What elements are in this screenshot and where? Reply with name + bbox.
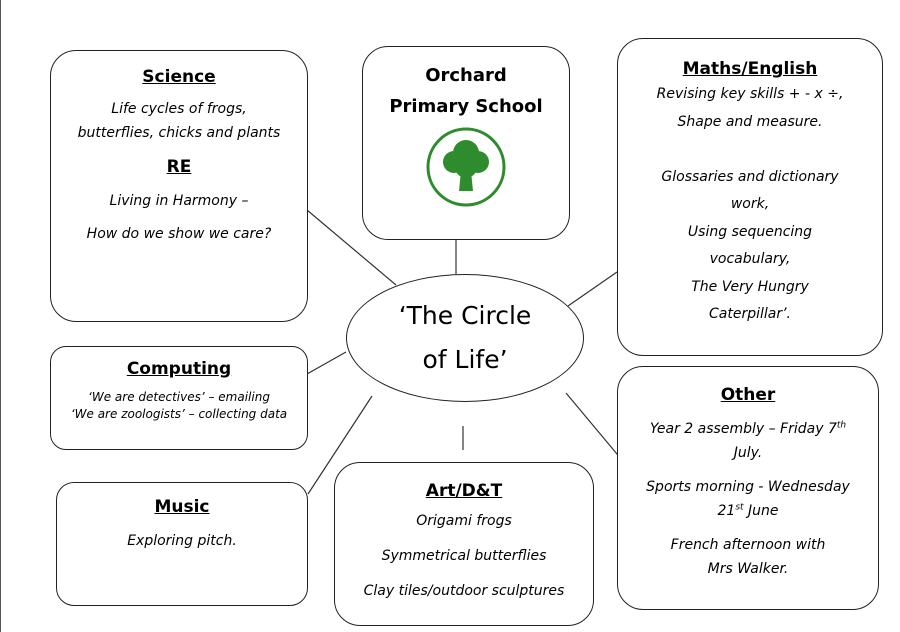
other-assembly-line-2: July. [733, 445, 763, 461]
re-line-2: How do we show we care? [86, 226, 272, 242]
maths-line-5: work, [730, 196, 770, 212]
connector-other [565, 392, 623, 461]
computing-box: Computing ‘We are detectives’ – emailing… [50, 346, 308, 450]
central-topic-line-1: ‘The Circle [398, 301, 532, 330]
school-name-line-2: Primary School [389, 96, 543, 117]
music-line-1: Exploring pitch. [127, 533, 237, 549]
school-name-line-1: Orchard [425, 65, 507, 86]
other-sports-line-1: Sports morning - Wednesday [646, 479, 850, 495]
music-title: Music [154, 497, 210, 517]
other-assembly-line-1: Year 2 assembly – Friday 7th [649, 420, 847, 437]
other-title: Other [720, 385, 776, 405]
central-topic-line-2: of Life’ [422, 345, 508, 374]
re-line-1: Living in Harmony – [109, 193, 249, 209]
maths-line-4: Glossaries and dictionary [661, 168, 839, 185]
central-topic: ‘The Circle of Life’ [346, 274, 584, 402]
art-dt-box: Art/D&T Origami frogs Symmetrical butter… [334, 462, 594, 626]
re-title: RE [166, 157, 192, 177]
science-box: Science Life cycles of frogs, butterflie… [50, 50, 308, 322]
art-line-3: Clay tiles/outdoor sculptures [363, 583, 565, 599]
music-box: Music Exploring pitch. [56, 482, 308, 606]
connector-maths [567, 271, 618, 307]
art-line-2: Symmetrical butterflies [381, 548, 547, 564]
maths-line-3 [618, 136, 882, 164]
other-french-line-2: Mrs Walker. [707, 561, 789, 577]
connector-computing [306, 351, 347, 375]
tree-icon [426, 127, 506, 207]
maths-title: Maths/English [682, 59, 818, 79]
maths-english-box: Maths/English Revising key skills + - x … [617, 38, 883, 356]
computing-title: Computing [126, 359, 232, 379]
other-french-line-1: French afternoon with [670, 537, 826, 553]
computing-line-1: ‘We are detectives’ – emailing [88, 390, 270, 404]
art-line-1: Origami frogs [416, 513, 512, 529]
maths-line-6: Using sequencing [687, 223, 813, 240]
maths-line-1: Revising key skills + - x ÷, [656, 86, 844, 102]
science-title: Science [142, 67, 216, 87]
science-line-2: butterflies, chicks and plants [77, 125, 281, 141]
connector-science [306, 209, 397, 286]
computing-line-2: ‘We are zoologists’ – collecting data [70, 407, 288, 421]
maths-line-9: Caterpillar’. [708, 306, 791, 322]
school-box: Orchard Primary School [362, 46, 570, 240]
page-edge [0, 0, 1, 632]
maths-line-7: vocabulary, [709, 251, 791, 267]
art-title: Art/D&T [425, 481, 503, 501]
maths-line-2: Shape and measure. [677, 113, 823, 130]
other-sports-line-2: 21st June [717, 502, 779, 519]
maths-line-8: The Very Hungry [691, 278, 809, 295]
science-line-1: Life cycles of frogs, [111, 101, 247, 117]
other-box: Other Year 2 assembly – Friday 7th July.… [617, 366, 879, 610]
connector-music [307, 395, 373, 495]
